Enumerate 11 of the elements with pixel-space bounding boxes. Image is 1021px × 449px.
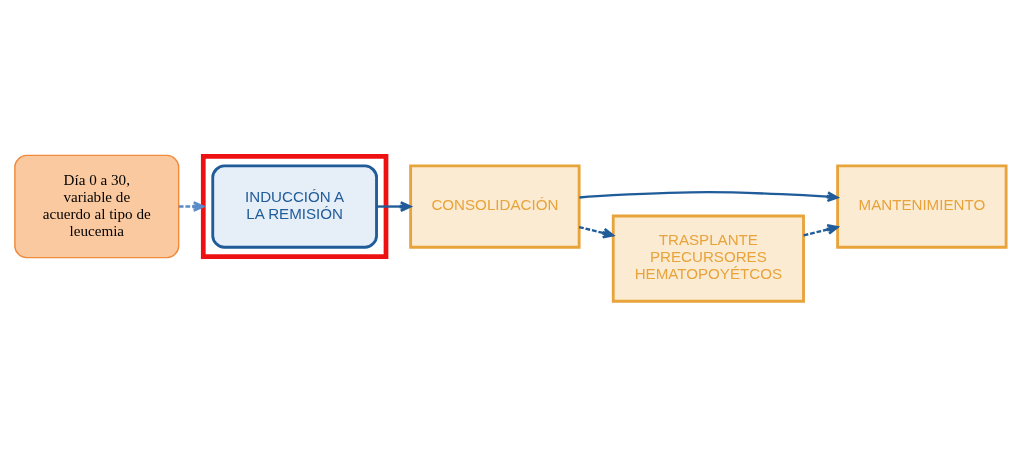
node-box: MANTENIMIENTO <box>836 163 1008 249</box>
arrow <box>178 200 205 212</box>
arrow <box>578 225 615 238</box>
node-box: Día 0 a 30, variable de acuerdo al tipo de leucemia <box>14 154 180 258</box>
cluster <box>200 153 389 259</box>
node-box: TRASPLANTE PRECURSORES HEMATOPOYÉTCOS <box>611 214 805 303</box>
arrow <box>803 223 839 237</box>
arrow <box>376 200 412 212</box>
node-box: CONSOLIDACIÓN <box>409 163 581 249</box>
arrow <box>579 190 839 202</box>
node-box: INDUCCIÓN A LA REMISIÓN <box>211 163 378 249</box>
